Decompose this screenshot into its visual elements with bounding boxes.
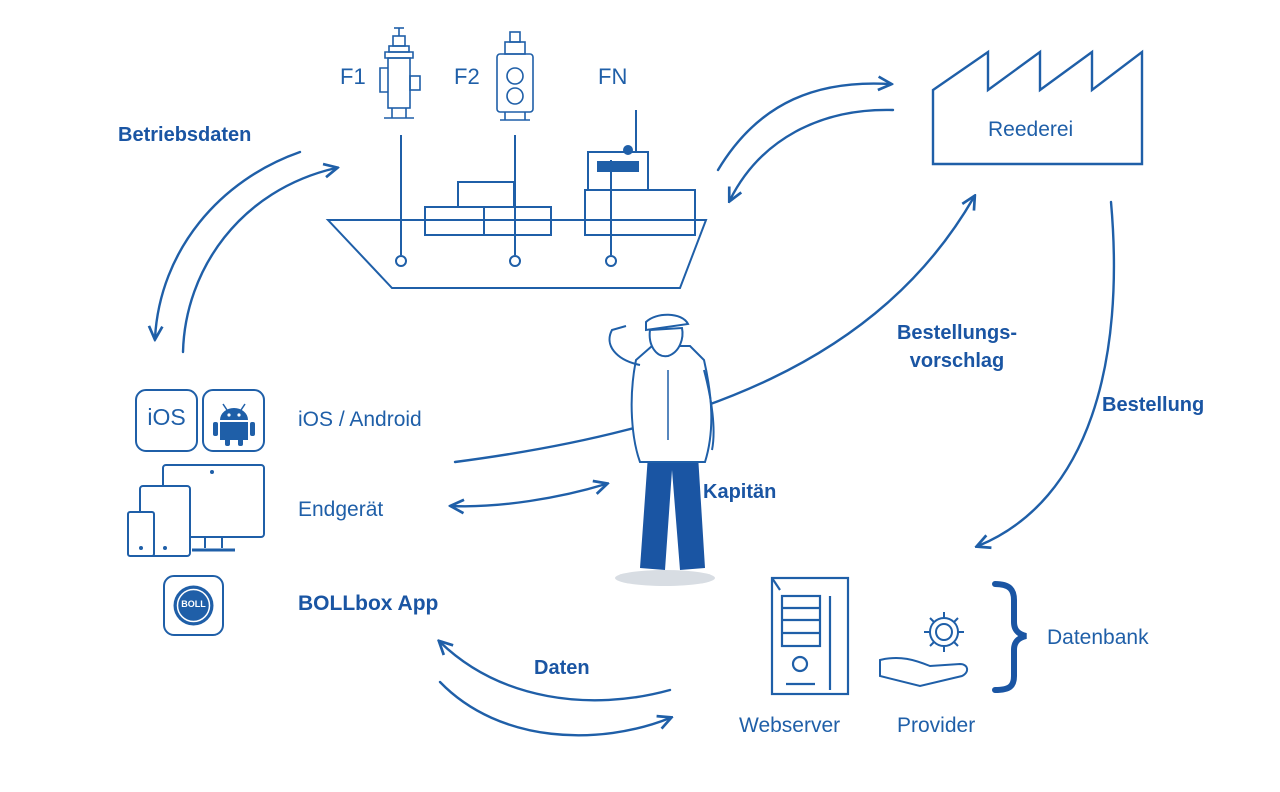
label-reederei: Reederei: [988, 118, 1074, 141]
label-bestellungsvorschlag-1: Bestellungs-: [896, 322, 1018, 344]
server-icon: [770, 576, 850, 696]
label-datenbank: Datenbank: [1047, 626, 1149, 649]
gear-hand-icon: [879, 612, 968, 688]
label-ios-android: iOS / Android: [298, 408, 422, 431]
arrow-ship-to-reederei: [716, 84, 890, 172]
label-betriebsdaten: Betriebsdaten: [118, 124, 252, 146]
factory-icon: [931, 49, 1144, 166]
boll-logo-text: BOLL: [181, 599, 206, 609]
label-webserver: Webserver: [739, 714, 841, 737]
arrow-daten-to-app: [440, 642, 672, 702]
label-kapitaen: Kapitän: [703, 481, 777, 503]
label-fn: FN: [598, 64, 628, 89]
filter-f1-icon: [379, 27, 421, 119]
label-endgeraet: Endgerät: [298, 498, 384, 521]
arrow-betriebsdaten-down: [155, 150, 302, 338]
label-f1: F1: [340, 64, 366, 89]
bollbox-app-icon: [163, 575, 224, 636]
arrow-betriebsdaten-up: [181, 168, 336, 354]
arrow-bestellungsvorschlag: [453, 197, 974, 464]
arrow-daten-to-server: [438, 680, 670, 737]
arrow-endgeraet-kapitaen: [452, 484, 606, 506]
devices-icon: [127, 464, 265, 557]
label-f2: F2: [454, 64, 480, 89]
captain-figure: [608, 313, 715, 586]
arrow-reederei-to-ship: [730, 108, 895, 200]
label-bollbox-app: BOLLbox App: [298, 592, 439, 615]
ship-icon: [325, 110, 708, 289]
label-bestellung: Bestellung: [1102, 394, 1205, 416]
ios-badge-text: iOS: [147, 404, 186, 430]
label-bestellungsvorschlag-2: vorschlag: [909, 350, 1005, 372]
arrow-bestellung: [978, 200, 1116, 546]
label-provider: Provider: [897, 714, 976, 737]
label-daten: Daten: [534, 657, 590, 679]
ios-icon: [135, 389, 198, 452]
filter-f2-icon: [496, 31, 534, 121]
android-icon: [202, 389, 265, 452]
brace-icon: [992, 581, 1027, 693]
